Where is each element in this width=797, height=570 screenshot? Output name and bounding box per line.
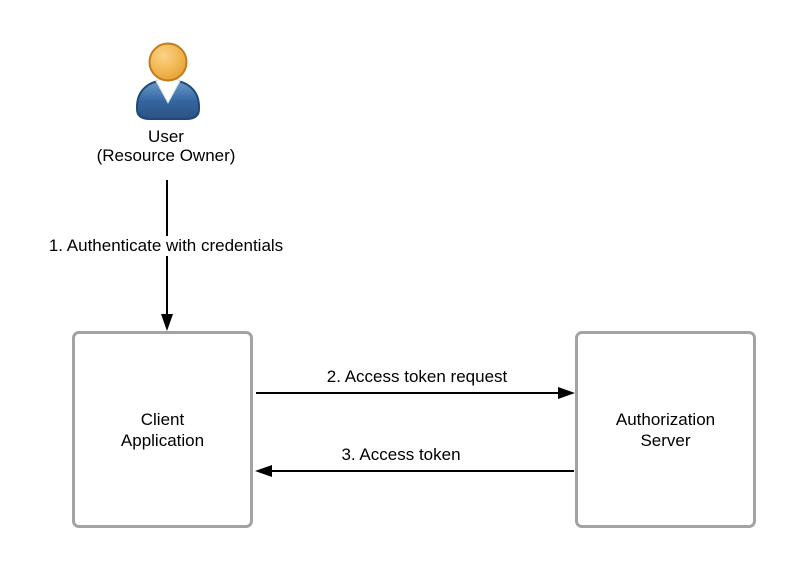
node-auth-label: Authorization Server: [615, 409, 716, 450]
arrow-access-token: [255, 465, 574, 477]
user-icon: [136, 42, 200, 120]
edge-label-token-request: 2. Access token request: [326, 367, 508, 386]
actor-label: User: [148, 127, 184, 146]
edge-label-authenticate: 1. Authenticate with credentials: [45, 236, 287, 256]
arrow-token-request: [256, 387, 575, 399]
node-client-application: Client Application: [72, 331, 253, 528]
actor-sublabel: (Resource Owner): [96, 146, 236, 165]
actor-caption: User (Resource Owner): [97, 127, 236, 165]
edge-label-access-token: 3. Access token: [341, 445, 461, 464]
node-client-label: Client Application: [120, 409, 205, 450]
user-head: [148, 42, 188, 82]
node-authorization-server: Authorization Server: [575, 331, 756, 528]
